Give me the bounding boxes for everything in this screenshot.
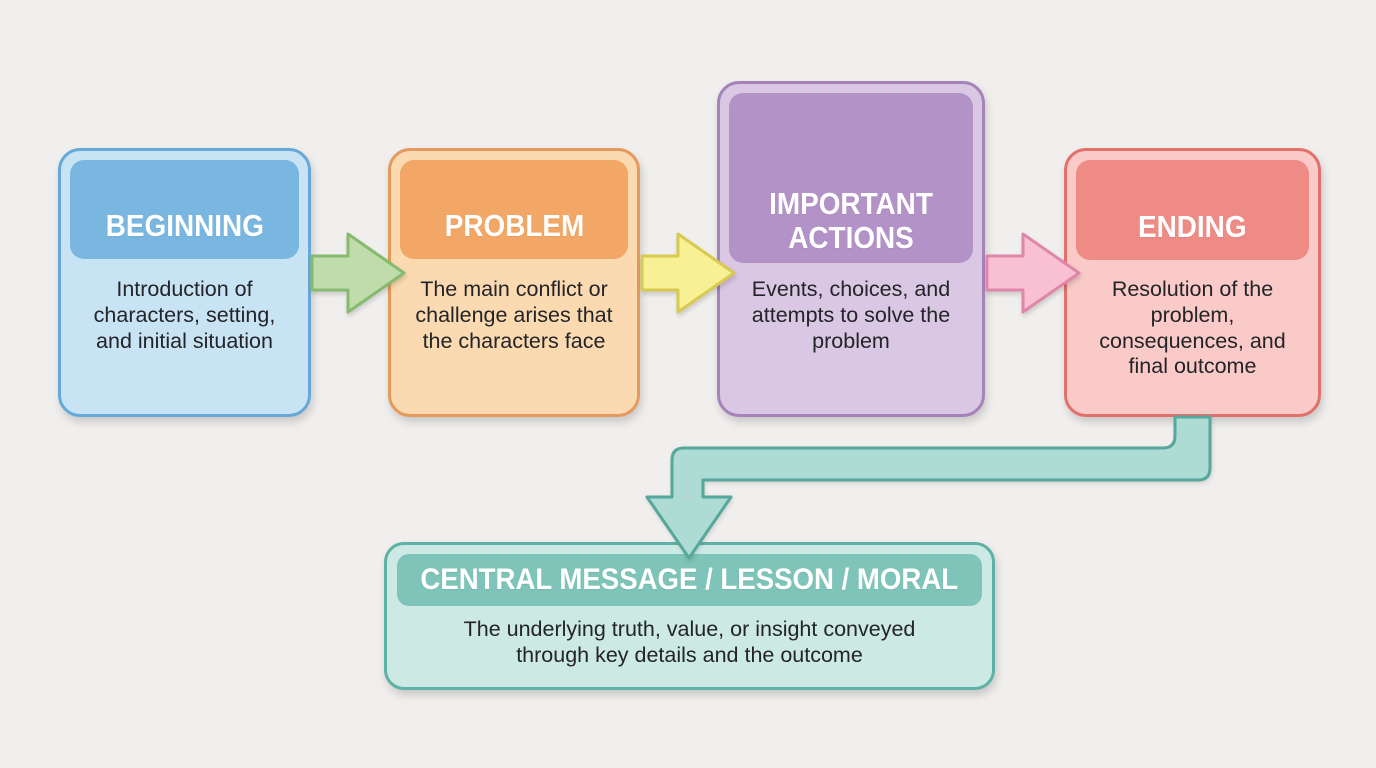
- box-central-message-body: The underlying truth, value, or insight …: [395, 617, 984, 669]
- body-line: through key details and the outcome: [516, 642, 863, 667]
- box-beginning-title: BEGINNING: [105, 208, 264, 243]
- box-problem-title: PROBLEM: [444, 208, 584, 243]
- body-line: attempts to solve the: [751, 302, 951, 327]
- body-line: and initial situation: [96, 328, 273, 353]
- box-beginning-header: BEGINNING: [70, 160, 299, 259]
- box-important-actions-header: IMPORTANT ACTIONS: [729, 93, 973, 263]
- body-line: problem: [812, 328, 890, 353]
- body-line: final outcome: [1128, 354, 1257, 379]
- box-ending-header: ENDING: [1076, 160, 1309, 260]
- box-important-actions-body: Events, choices, and attempts to solve t…: [728, 277, 974, 354]
- body-line: characters, setting,: [93, 302, 276, 327]
- box-beginning: BEGINNING Introduction of characters, se…: [58, 148, 311, 417]
- box-problem-header: PROBLEM: [400, 160, 628, 259]
- box-central-message-title: CENTRAL MESSAGE / LESSON / MORAL: [420, 563, 959, 596]
- body-line: Events, choices, and: [751, 277, 951, 301]
- body-line: challenge arises that: [415, 302, 613, 327]
- arrow-right-icon: [640, 232, 736, 314]
- body-line: The underlying truth, value, or insight …: [463, 617, 916, 641]
- body-line: the characters face: [422, 328, 606, 353]
- box-important-actions: IMPORTANT ACTIONS Events, choices, and a…: [717, 81, 985, 417]
- box-central-message: CENTRAL MESSAGE / LESSON / MORAL The und…: [384, 542, 995, 690]
- body-line: The main conflict or: [420, 277, 608, 301]
- box-important-actions-title: IMPORTANT ACTIONS: [769, 186, 933, 255]
- arrow-actions-to-ending: [985, 232, 1081, 314]
- box-problem: PROBLEM The main conflict or challenge a…: [388, 148, 640, 417]
- box-ending-title: ENDING: [1138, 209, 1247, 244]
- box-central-message-header: CENTRAL MESSAGE / LESSON / MORAL: [397, 554, 982, 606]
- body-line: consequences, and: [1099, 328, 1286, 353]
- arrow-down-elbow-icon: [645, 415, 1212, 560]
- box-beginning-body: Introduction of characters, setting, and…: [69, 277, 300, 354]
- arrow-problem-to-actions: [640, 232, 736, 314]
- box-problem-body: The main conflict or challenge arises th…: [399, 277, 629, 354]
- body-line: Resolution of the: [1111, 277, 1274, 301]
- box-ending-body: Resolution of the problem, consequences,…: [1075, 277, 1310, 380]
- box-ending: ENDING Resolution of the problem, conseq…: [1064, 148, 1321, 417]
- arrow-right-icon: [985, 232, 1081, 314]
- body-line: problem,: [1150, 302, 1235, 327]
- connector-ending-to-central-message: [645, 415, 1212, 560]
- body-line: Introduction of: [116, 277, 253, 301]
- arrow-right-icon: [310, 232, 406, 314]
- arrow-beginning-to-problem: [310, 232, 406, 314]
